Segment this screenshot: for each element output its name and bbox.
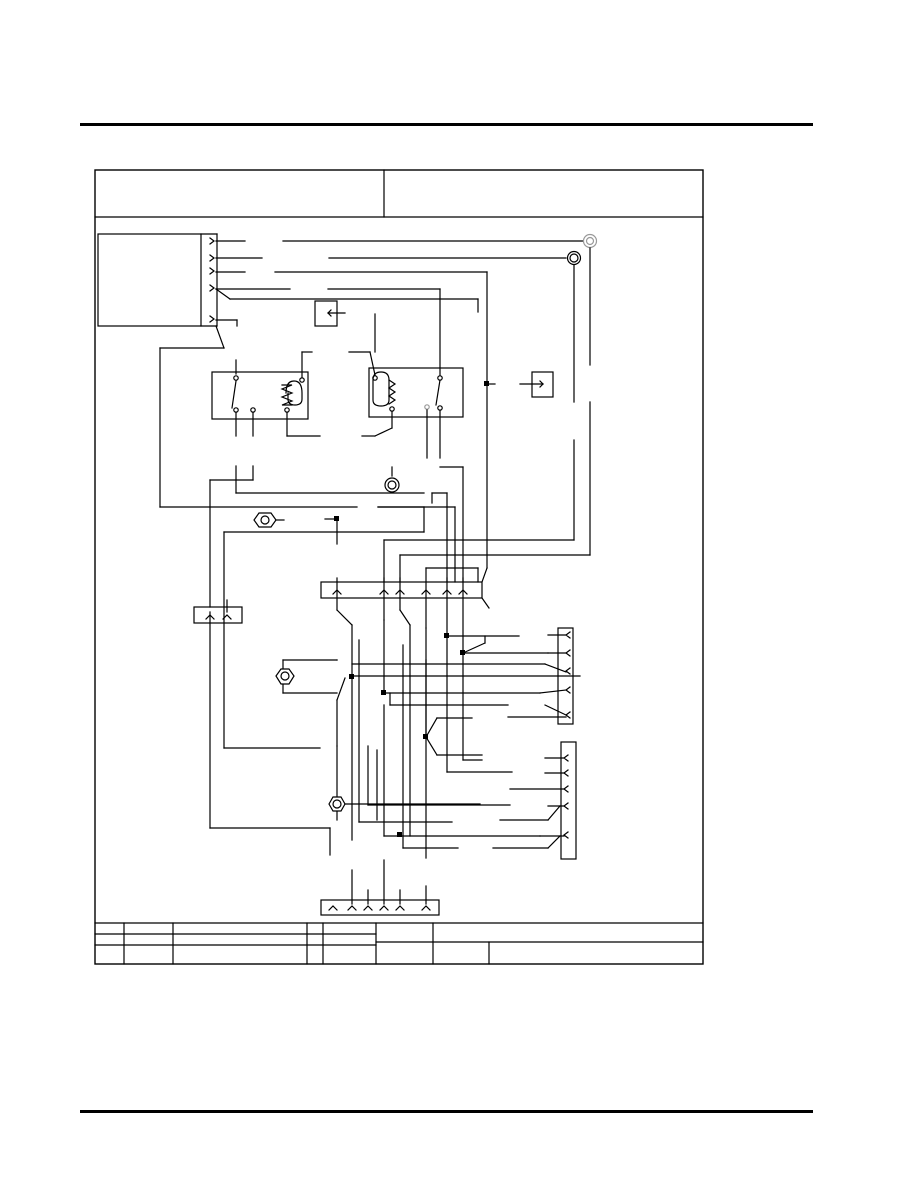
lower-circuit — [209, 609, 581, 859]
ground-stud — [253, 512, 339, 545]
small-component-boxes — [314, 300, 554, 398]
relay-1 — [209, 351, 425, 608]
module-wires — [159, 240, 584, 569]
footer-rule — [80, 1110, 813, 1113]
header-rule — [80, 123, 813, 126]
bulb-left — [275, 659, 338, 694]
connector-strip-e — [320, 859, 440, 916]
relay-2 — [348, 313, 464, 583]
connector-strip-b — [193, 599, 243, 829]
connector-strip-c — [507, 627, 574, 725]
bulb-lower — [328, 796, 481, 812]
revision-table — [94, 922, 704, 965]
connector-strip-a — [320, 567, 490, 654]
trunk-wires — [223, 492, 456, 749]
control-module — [97, 233, 218, 327]
lamp-connector — [383, 233, 598, 583]
diagram-frame — [94, 169, 704, 965]
connector-strip-d — [492, 741, 577, 860]
